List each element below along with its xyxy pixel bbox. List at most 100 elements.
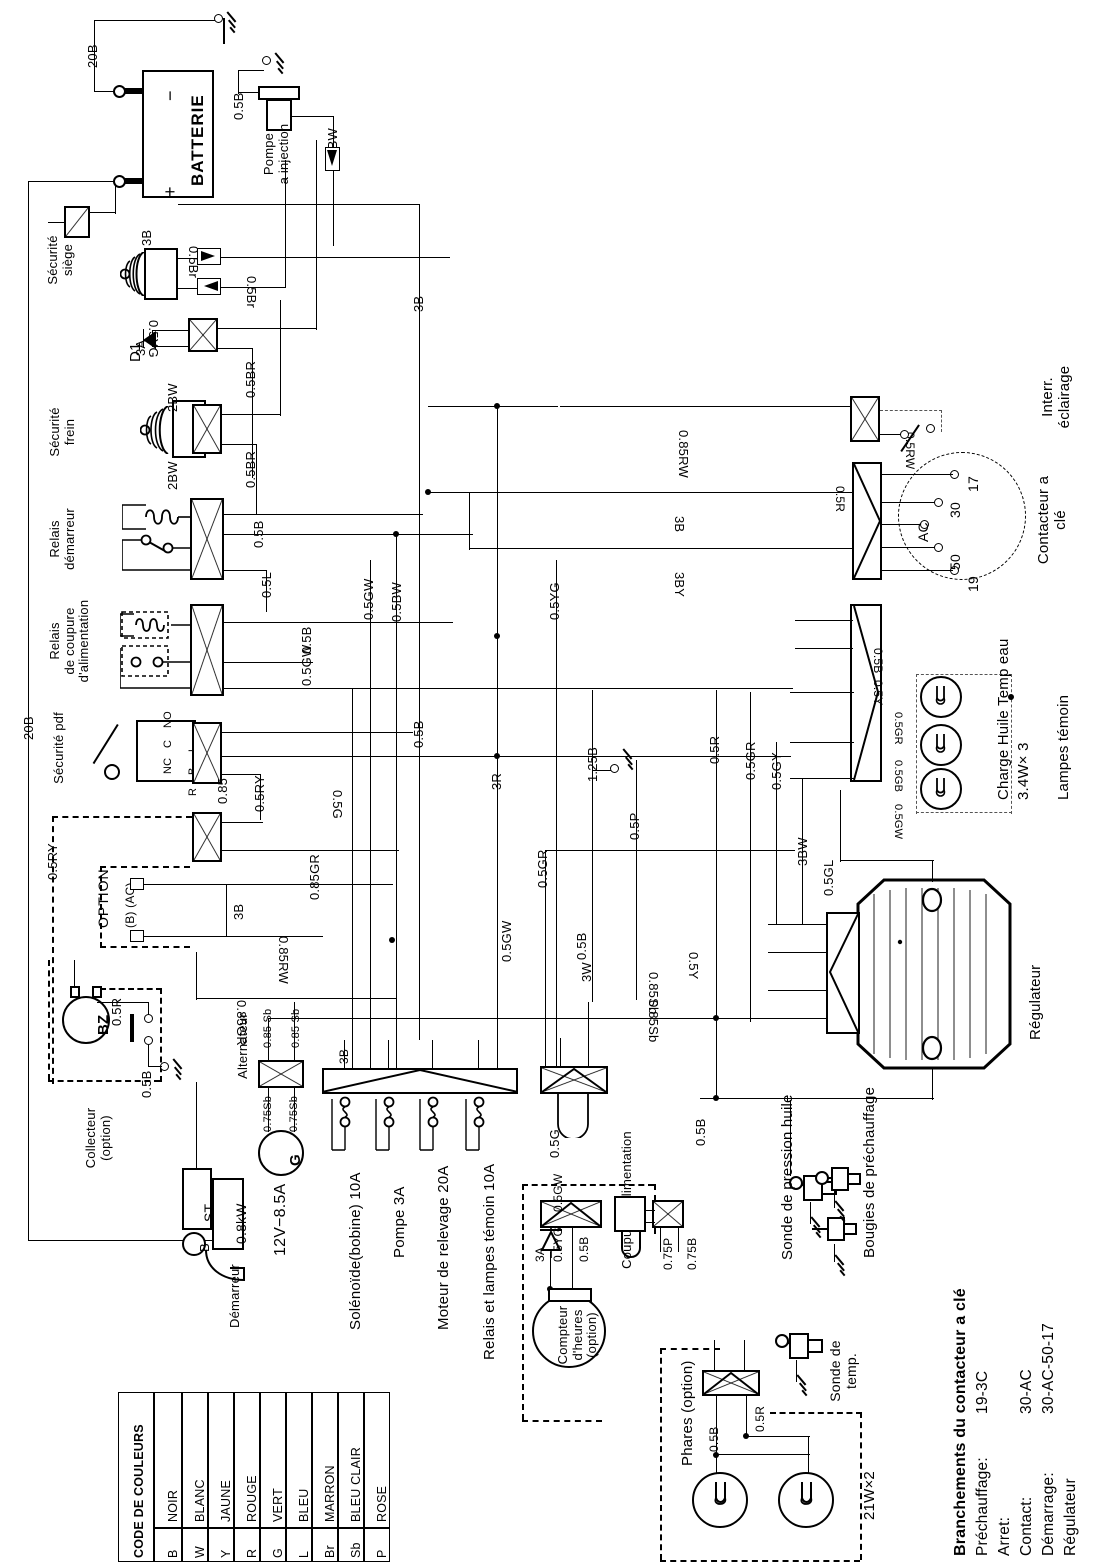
warning-lamp-oil <box>920 724 962 766</box>
pto-terminal-no: NO <box>162 711 174 728</box>
collector-dash <box>160 988 162 1082</box>
option-inner-dash <box>100 946 190 948</box>
legend-row-value: 19-3C <box>974 1370 991 1414</box>
wire-segment <box>217 328 317 330</box>
wire-label: 0.75Sb <box>262 1095 274 1132</box>
wire-label: 0.5GL <box>821 859 836 896</box>
wire-segment <box>223 622 453 624</box>
regulator-connector <box>826 912 860 1034</box>
wire-segment <box>124 178 144 184</box>
headlights-dash <box>660 1560 860 1562</box>
headlights-label: Phares (option) <box>679 1360 696 1466</box>
wire-label: 0.5BR <box>243 360 258 398</box>
starter-label: Démarreur <box>227 1264 242 1328</box>
wire-label: 0.5G <box>547 1129 562 1158</box>
connector-brake <box>192 404 222 454</box>
fuse-label: Solénoïde(bobine) 10A <box>347 1172 364 1330</box>
wire-segment <box>268 1088 270 1132</box>
wire-segment <box>834 1244 836 1262</box>
wire-segment <box>294 1088 296 1132</box>
relay-contact-glyph <box>119 644 190 692</box>
wire-segment <box>932 1068 934 1100</box>
wire-segment <box>196 998 396 1000</box>
wire-label: 0.5RY <box>252 775 267 812</box>
wire-segment <box>790 1100 792 1176</box>
fuse-label: Moteur de relevage 20A <box>435 1165 452 1330</box>
hour-meter-dash <box>522 1184 524 1420</box>
wire-label: 20B <box>85 44 100 68</box>
junction-dot <box>389 937 395 943</box>
wire-label: 0.5GR <box>892 712 904 745</box>
wire-segment <box>74 960 76 986</box>
wire-segment <box>177 258 199 260</box>
junction-dot <box>494 633 500 639</box>
connector-solenoid <box>652 1200 684 1228</box>
wire-segment <box>344 1040 346 1070</box>
wire-segment <box>881 547 935 549</box>
key-terminal-label: 30 <box>947 502 963 518</box>
legend-row-label: Arret: <box>996 1516 1013 1556</box>
key-terminal <box>934 498 943 507</box>
wire-segment <box>388 1040 390 1070</box>
wire-segment <box>768 952 828 954</box>
wire-segment <box>795 648 853 650</box>
wire-segment <box>432 1040 434 1070</box>
wire-segment <box>152 346 188 348</box>
wire-label: 0.5B <box>871 648 885 674</box>
wire-segment <box>497 750 499 1068</box>
junction-dot <box>393 531 399 537</box>
fuse-glyph <box>464 1094 494 1156</box>
legend-row-label: Démarrage: <box>1040 1472 1057 1556</box>
wire-segment <box>768 1018 828 1020</box>
wire-segment <box>428 492 852 494</box>
key-terminal-label: 19 <box>965 576 981 592</box>
wire-dashed <box>941 410 942 432</box>
wire-label: 0.5B <box>574 932 589 960</box>
wire-segment <box>196 952 198 1000</box>
seat-switch-body <box>144 248 178 300</box>
solenoid-plunger <box>618 1230 644 1260</box>
warning-lamp-charge <box>920 676 962 718</box>
wire-segment <box>266 570 268 612</box>
wire-segment <box>560 406 852 408</box>
connector-power-cut <box>540 1066 608 1094</box>
wire-segment <box>88 212 116 214</box>
buzzer-body <box>62 996 110 1044</box>
wire-label: 0.5GB <box>892 760 904 793</box>
color-name: JAUNE <box>219 1480 233 1522</box>
wire-label: 0.5B <box>577 1236 591 1263</box>
connector-alternator <box>258 1060 304 1088</box>
wire-segment <box>796 1360 798 1382</box>
wire-segment <box>294 1002 296 1062</box>
wire-segment <box>223 570 267 572</box>
wire-label: 0.85 <box>215 777 230 804</box>
lamp-panel-dash <box>916 812 1012 813</box>
wire-label: 0.85RW <box>276 936 291 984</box>
warning-lamp-temp <box>920 768 962 810</box>
wire-segment <box>252 348 254 478</box>
light-switch-label: Interr.éclairage <box>1039 365 1073 429</box>
wire-segment <box>497 406 499 750</box>
diode-glyph <box>143 331 156 349</box>
wire-label: 0.75B <box>685 1237 699 1270</box>
wire-segment <box>790 692 854 694</box>
relay-contact-glyph <box>121 534 190 574</box>
wire-segment <box>221 822 263 824</box>
wire-segment <box>810 1202 812 1224</box>
wire-segment <box>148 1002 150 1016</box>
headlights-rating: 21W×2 <box>861 1471 878 1520</box>
wire-segment <box>223 662 313 664</box>
switch-bar <box>130 1014 134 1042</box>
wire-segment <box>220 287 286 289</box>
wire-segment <box>808 1436 810 1504</box>
pto-safety-label: Sécurité pdf <box>51 712 66 784</box>
fuse-block-glyph <box>321 1068 519 1094</box>
connector-starter-relay <box>190 498 224 580</box>
junction-dot <box>425 489 431 495</box>
wire-segment <box>802 778 804 924</box>
lamp-panel-dash <box>1011 674 1012 814</box>
key-switch-body <box>898 452 1026 580</box>
